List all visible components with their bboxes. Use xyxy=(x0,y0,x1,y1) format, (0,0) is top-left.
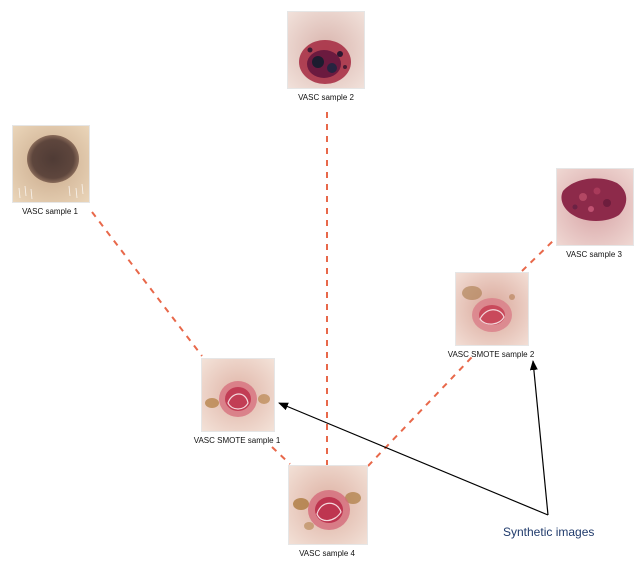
vasc-sample-4-caption: VASC sample 4 xyxy=(299,549,355,558)
arrow-to-smote-sample-2 xyxy=(529,360,549,516)
vasc-sample-3-image xyxy=(556,168,634,246)
link-sample1-to-smote1 xyxy=(91,211,203,357)
vasc-smote-sample-1-image xyxy=(201,358,275,432)
vasc-sample-3-caption: VASC sample 3 xyxy=(566,250,622,259)
vasc-sample-1-caption: VASC sample 1 xyxy=(22,207,78,216)
vasc-sample-1-image xyxy=(12,125,90,203)
link-sample4-to-smote2 xyxy=(367,356,473,467)
vasc-sample-2-image xyxy=(287,11,365,89)
link-smote1-to-sample4 xyxy=(271,446,291,465)
vasc-smote-sample-2-image xyxy=(455,272,529,346)
link-smote2-to-sample3 xyxy=(521,237,557,272)
arrow-to-smote-sample-1 xyxy=(278,402,549,516)
vasc-smote-sample-1-caption: VASC SMOTE sample 1 xyxy=(193,436,281,445)
synthetic-images-label: Synthetic images xyxy=(503,525,595,539)
vasc-sample-4-image xyxy=(288,465,368,545)
vasc-smote-sample-2-caption: VASC SMOTE sample 2 xyxy=(447,350,535,359)
vasc-sample-2-caption: VASC sample 2 xyxy=(298,93,354,102)
